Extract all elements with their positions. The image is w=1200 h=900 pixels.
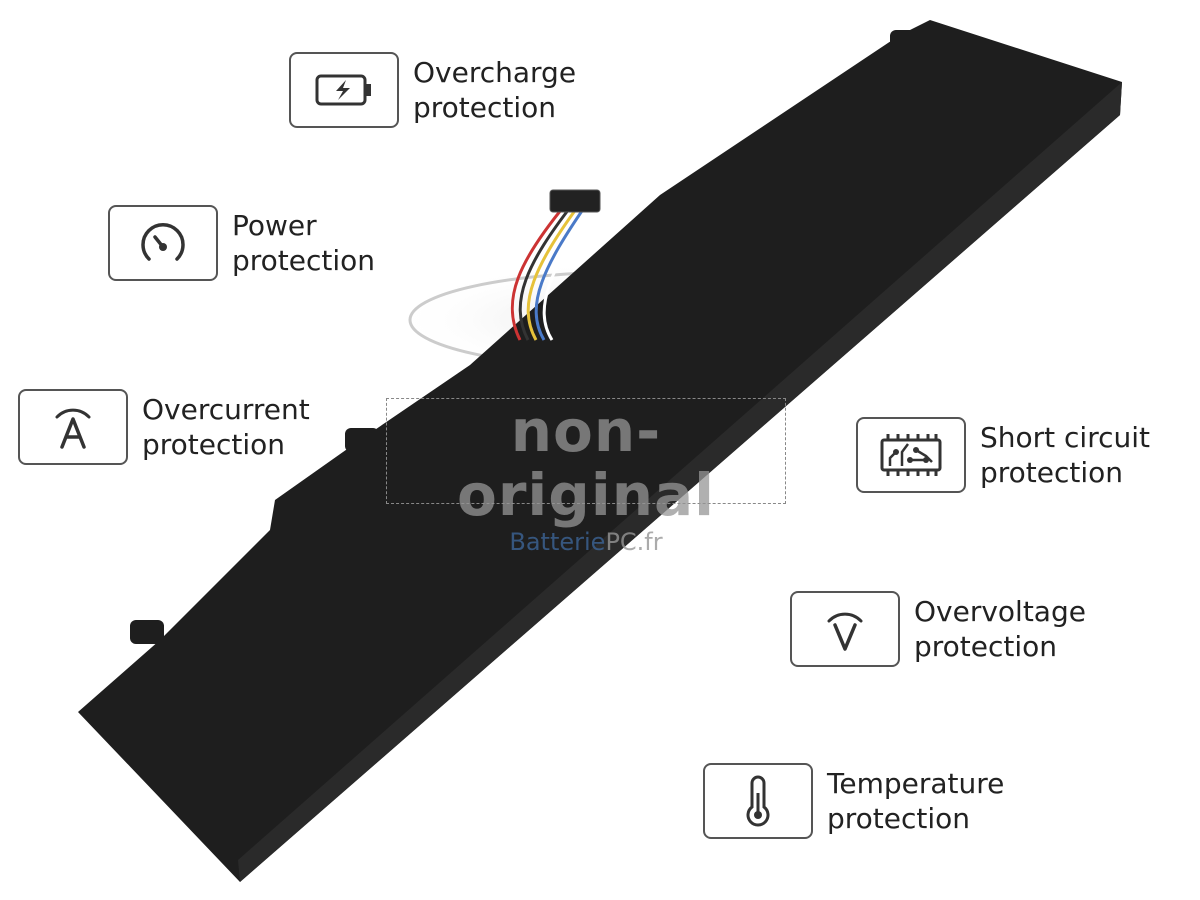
feature-title: Overcharge [413,56,577,89]
feature-subtitle: protection [413,91,557,124]
watermark-text: non-original [456,397,716,529]
battery-connector [549,189,601,213]
feature-title: Overvoltage [914,595,1086,628]
feature-title: Short circuit [980,421,1151,454]
gauge-icon [108,205,218,281]
feature-subtitle: protection [827,802,971,835]
feature-title: Power [232,209,317,242]
feature-title: Overcurrent [142,393,310,426]
watermark-site: BatteriePC.fr [387,527,785,557]
watermark-site-prefix: Batterie [509,528,606,556]
battery-body [78,20,1122,882]
feature-subtitle: protection [980,456,1124,489]
battery-cable [510,204,595,341]
voltage-icon [790,591,900,667]
thermometer-icon [703,763,813,839]
battery-charge-icon [289,52,399,128]
feature-title: Temperature [827,767,1005,800]
feature-subtitle: protection [914,630,1058,663]
watermark-site-suffix: PC.fr [605,528,663,556]
feature-subtitle: protection [142,428,286,461]
watermark: non-original BatteriePC.fr [386,398,786,556]
circuit-chip-icon [856,417,966,493]
feature-subtitle: protection [232,244,376,277]
ampere-icon [18,389,128,465]
battery-tabs [130,30,924,644]
